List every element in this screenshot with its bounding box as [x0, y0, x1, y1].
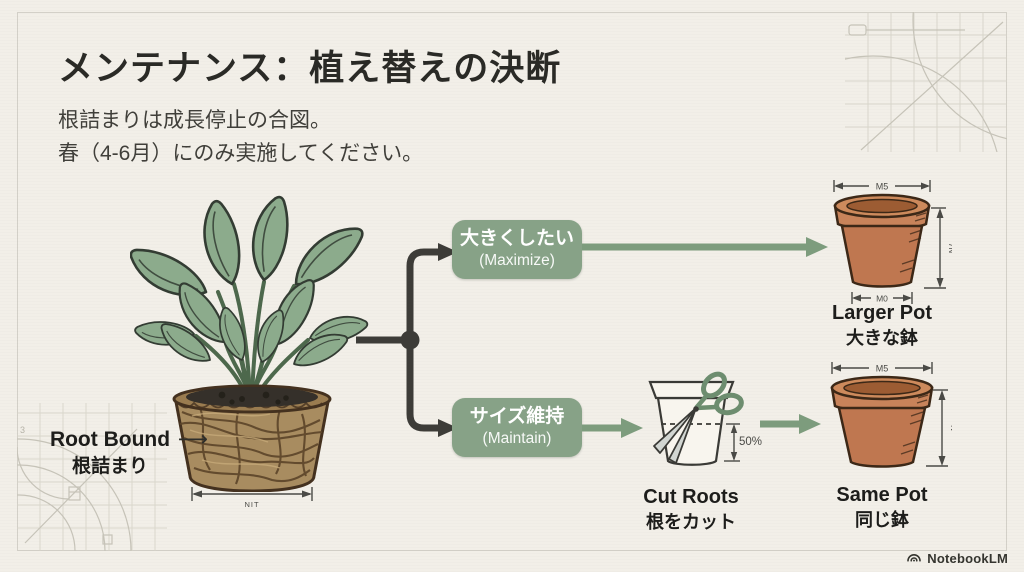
same-pot-illustration: M5 N: [830, 362, 952, 468]
cut-roots-illustration: 50%: [648, 371, 762, 466]
maintain-label-ja: サイズ維持: [469, 406, 565, 427]
pointer-arrow-icon: ⟶: [177, 428, 208, 451]
arrow-to-cut-roots: [582, 418, 643, 438]
root-bound-label-ja: 根詰まり: [71, 456, 148, 477]
notebooklm-logo-icon: [907, 554, 922, 562]
arrow-to-same-pot: [760, 414, 821, 434]
same-pot-label-ja: 同じ鉢: [855, 510, 909, 530]
body-line-1: 根詰まりは成長停止の合図。: [58, 109, 331, 132]
root-bound-label: Root Bound⟶ 根詰まり: [46, 427, 208, 480]
maximize-label-ja: 大きくしたい: [459, 228, 574, 249]
root-bound-pot: [172, 384, 332, 492]
cut-roots-caption: Cut Roots 根をカット: [616, 484, 766, 535]
larger-pot-label-ja: 大きな鉢: [846, 328, 918, 348]
cut-depth-dimension: 50%: [724, 423, 762, 462]
svg-text:M0: M0: [876, 294, 888, 304]
blueprint-decoration-top-right: [845, 12, 1007, 152]
footer-brand-text: NotebookLM: [927, 550, 1008, 566]
root-bound-label-en: Root Bound⟶: [49, 428, 208, 451]
root-bound-width-label: NIT: [244, 500, 259, 509]
corner-mark-label: 3: [20, 425, 25, 435]
larger-pot-label-en: Larger Pot: [831, 302, 933, 324]
same-pot-caption: Same Pot 同じ鉢: [808, 482, 956, 533]
cut-roots-label-ja: 根をカット: [646, 512, 736, 532]
scissors-icon: [653, 371, 744, 464]
larger-pot-side-dimension: 7N: [924, 207, 952, 289]
decision-branch-connector: [356, 243, 458, 437]
same-pot-label-en: Same Pot: [836, 484, 928, 506]
arrow-to-larger-pot: [582, 237, 828, 257]
slide-title: メンテナンス：植え替えの決断: [58, 49, 562, 88]
root-bound-width-dimension: NIT: [191, 487, 313, 509]
svg-text:7N: 7N: [947, 243, 952, 253]
larger-pot-top-dimension: M5: [833, 180, 931, 192]
svg-text:M5: M5: [876, 364, 889, 374]
same-pot-top-dimension: M5: [831, 362, 933, 374]
cut-percent-label: 50%: [739, 436, 762, 448]
root-bound-plant-illustration: [130, 195, 369, 492]
blueprint-decoration-bottom-left: 3: [17, 403, 167, 551]
maintain-label-en: (Maintain): [482, 430, 552, 447]
footer-brand: NotebookLM: [906, 550, 1008, 566]
larger-pot-bottom-dimension: M0: [851, 292, 913, 304]
same-pot-side-dimension: N: [926, 389, 952, 467]
cut-roots-label-en: Cut Roots: [643, 486, 739, 508]
plant-leaves: [130, 195, 369, 367]
decision-box-maximize: 大きくしたい (Maximize): [452, 220, 582, 279]
svg-text:M5: M5: [876, 182, 889, 192]
svg-text:N: N: [949, 425, 952, 431]
slide-body-text: 根詰まりは成長停止の合図。 春（4-6月）にのみ実施してください。: [58, 104, 423, 170]
body-line-2: 春（4-6月）にのみ実施してください。: [58, 142, 424, 165]
larger-pot-illustration: M5 M0 7N: [833, 180, 952, 304]
decision-box-maintain: サイズ維持 (Maintain): [452, 398, 582, 457]
maximize-label-en: (Maximize): [479, 252, 555, 269]
larger-pot-caption: Larger Pot 大きな鉢: [808, 300, 956, 351]
